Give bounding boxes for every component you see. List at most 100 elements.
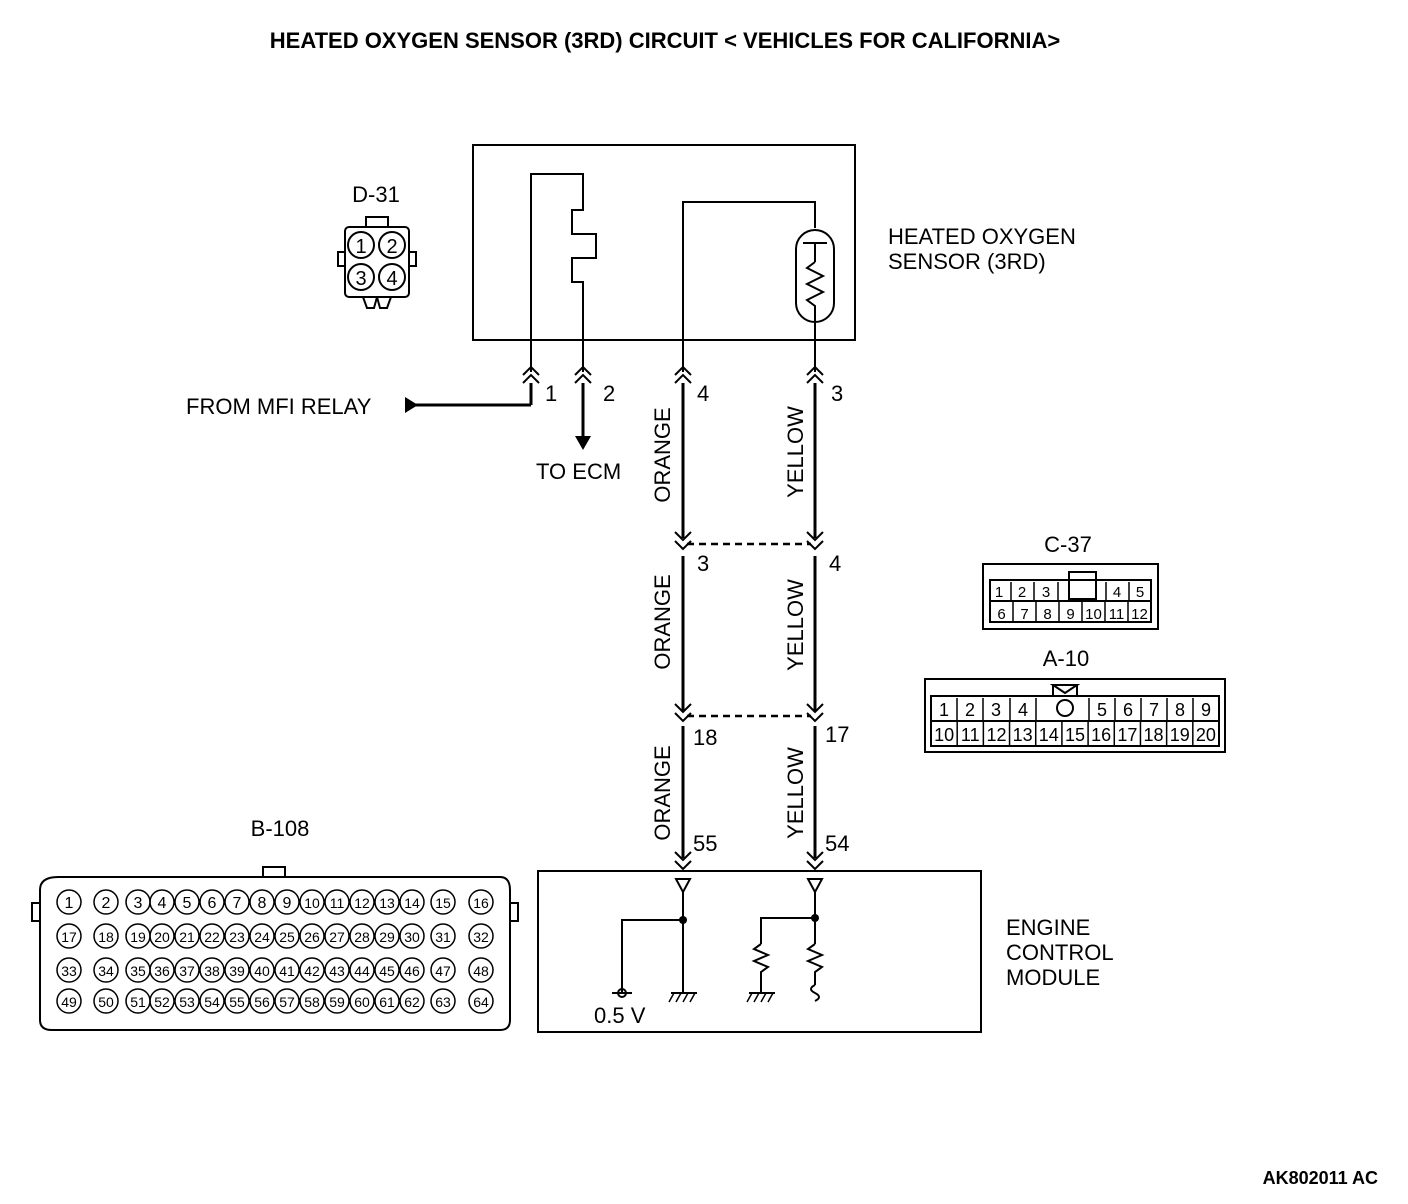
d31-pin: 1 bbox=[355, 236, 366, 258]
b108-pin: 51 bbox=[130, 994, 146, 1010]
b108-pin: 5 bbox=[183, 895, 192, 912]
sensor-terminals bbox=[522, 365, 824, 384]
b108-pin: 28 bbox=[354, 929, 370, 945]
b108-pin: 13 bbox=[379, 895, 395, 911]
b108-pin: 6 bbox=[208, 895, 217, 912]
c37-pin: 12 bbox=[1131, 606, 1148, 623]
b108-pin: 29 bbox=[379, 929, 395, 945]
b108-pin: 35 bbox=[130, 963, 146, 979]
b108-pin: 61 bbox=[379, 994, 395, 1010]
pin-label: 4 bbox=[697, 381, 709, 406]
b108-pin: 50 bbox=[98, 994, 114, 1010]
a10-pin: 12 bbox=[986, 725, 1006, 745]
b108-pin: 16 bbox=[473, 895, 489, 911]
b108-pin: 54 bbox=[204, 994, 220, 1010]
a10-pin: 1 bbox=[939, 700, 949, 720]
pin-label: 55 bbox=[693, 831, 717, 856]
b108-pin: 17 bbox=[61, 929, 77, 945]
wire-color-orange: ORANGE bbox=[650, 574, 675, 669]
diagram-title: HEATED OXYGEN SENSOR (3RD) CIRCUIT < VEH… bbox=[270, 28, 1060, 53]
b108-pin: 44 bbox=[354, 963, 370, 979]
to-ecm-arrow bbox=[575, 436, 591, 450]
b108-pin: 32 bbox=[473, 929, 489, 945]
b108-pin: 15 bbox=[435, 895, 451, 911]
b108-pin: 42 bbox=[304, 963, 320, 979]
pin-label: 3 bbox=[697, 551, 709, 576]
b108-pin: 19 bbox=[130, 929, 146, 945]
b108-pin: 36 bbox=[154, 963, 170, 979]
sensor-label-1: HEATED OXYGEN bbox=[888, 224, 1076, 249]
a10-pin: 19 bbox=[1170, 725, 1190, 745]
b108-pin: 48 bbox=[473, 963, 489, 979]
c37-pin: 8 bbox=[1043, 606, 1051, 623]
b108-pin: 11 bbox=[330, 895, 345, 911]
ecm-label-3: MODULE bbox=[1006, 965, 1100, 990]
wire-color-yellow: YELLOW bbox=[783, 747, 808, 839]
mfi-relay-arrow bbox=[405, 397, 418, 413]
c37-pin: 1 bbox=[995, 584, 1003, 601]
b108-pin: 9 bbox=[283, 895, 292, 912]
to-ecm-label: TO ECM bbox=[536, 459, 621, 484]
c37-pin: 6 bbox=[997, 606, 1005, 623]
a10-pin: 6 bbox=[1123, 700, 1133, 720]
b108-pin: 41 bbox=[279, 963, 295, 979]
a10-pin: 13 bbox=[1013, 725, 1033, 745]
a10-pin: 20 bbox=[1196, 725, 1216, 745]
b108-pin: 47 bbox=[435, 963, 451, 979]
ecm-terminals bbox=[674, 851, 824, 871]
ecm-label-1: ENGINE bbox=[1006, 915, 1090, 940]
b108-pin: 31 bbox=[435, 929, 451, 945]
b108-pin: 14 bbox=[404, 895, 420, 911]
c37-terminals bbox=[674, 531, 824, 551]
a10-pin: 5 bbox=[1097, 700, 1107, 720]
b108-pin: 43 bbox=[329, 963, 345, 979]
d31-connector-name: D-31 bbox=[352, 182, 400, 207]
c37-pin: 2 bbox=[1018, 584, 1026, 601]
a10-pin: 4 bbox=[1018, 700, 1028, 720]
pin-label: 1 bbox=[545, 381, 557, 406]
b108-pin: 57 bbox=[279, 994, 295, 1010]
a10-pin: 18 bbox=[1144, 725, 1164, 745]
b108-pin: 38 bbox=[204, 963, 220, 979]
a10-pin: 15 bbox=[1065, 725, 1085, 745]
pin-label: 3 bbox=[831, 381, 843, 406]
b108-pin: 4 bbox=[158, 895, 167, 912]
c37-pin: 11 bbox=[1109, 606, 1125, 623]
b108-pin: 62 bbox=[404, 994, 420, 1010]
b108-pin: 18 bbox=[98, 929, 114, 945]
a10-pin: 7 bbox=[1149, 700, 1159, 720]
pin-label: 18 bbox=[693, 725, 717, 750]
b108-pin: 63 bbox=[435, 994, 451, 1010]
b108-pin: 1 bbox=[65, 895, 74, 912]
b108-pin: 46 bbox=[404, 963, 420, 979]
ecm-label-2: CONTROL bbox=[1006, 940, 1114, 965]
wire-color-orange: ORANGE bbox=[650, 407, 675, 502]
b108-pin: 10 bbox=[304, 895, 320, 911]
b108-pin: 59 bbox=[329, 994, 345, 1010]
b108-pin: 45 bbox=[379, 963, 395, 979]
c37-pin: 3 bbox=[1042, 584, 1050, 601]
b108-pin: 58 bbox=[304, 994, 320, 1010]
pin-label: 17 bbox=[825, 722, 849, 747]
b108-pin: 60 bbox=[354, 994, 370, 1010]
c37-connector-name: C-37 bbox=[1044, 532, 1092, 557]
from-mfi-relay-label: FROM MFI RELAY bbox=[186, 394, 372, 419]
a10-pin: 14 bbox=[1039, 725, 1059, 745]
a10-terminals bbox=[674, 703, 824, 723]
b108-pin: 12 bbox=[354, 895, 370, 911]
b108-pin: 56 bbox=[254, 994, 270, 1010]
b108-pin: 25 bbox=[279, 929, 295, 945]
b108-pin: 24 bbox=[254, 929, 270, 945]
a10-pin: 3 bbox=[991, 700, 1001, 720]
d31-pin: 4 bbox=[386, 268, 397, 290]
b108-pin: 53 bbox=[179, 994, 195, 1010]
a10-pin: 2 bbox=[965, 700, 975, 720]
b108-pin: 64 bbox=[473, 994, 489, 1010]
b108-pin: 49 bbox=[61, 994, 77, 1010]
b108-pin: 27 bbox=[329, 929, 345, 945]
pin-label: 2 bbox=[603, 381, 615, 406]
b108-pin: 7 bbox=[233, 895, 242, 912]
b108-pin: 2 bbox=[102, 895, 111, 912]
